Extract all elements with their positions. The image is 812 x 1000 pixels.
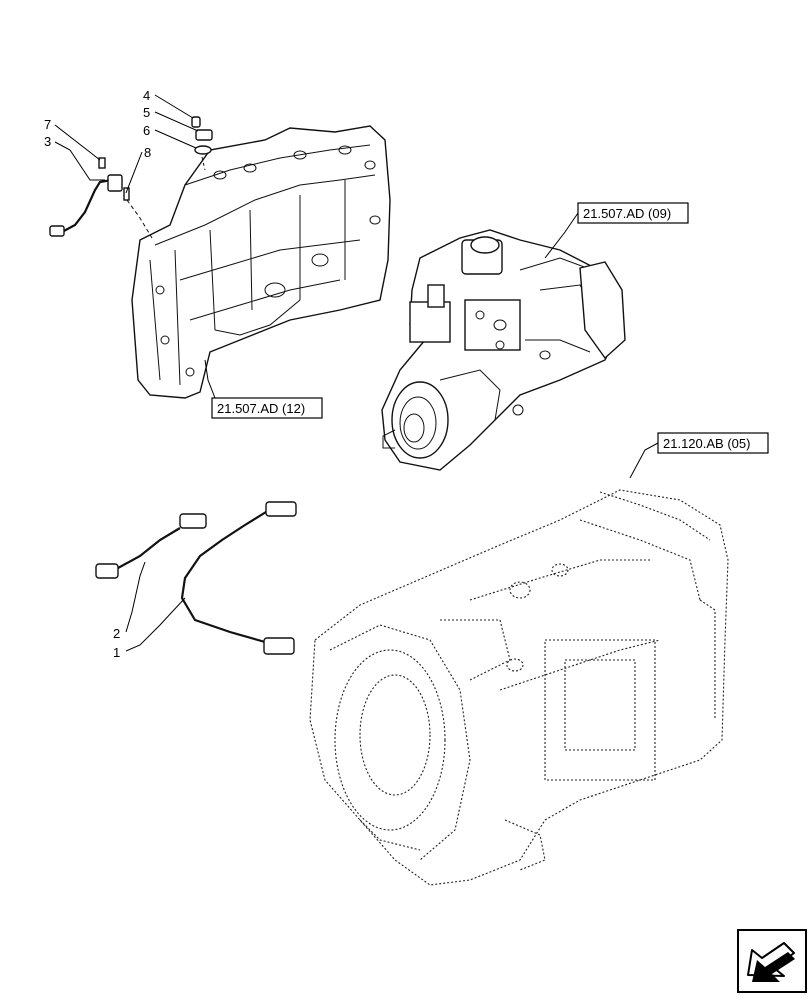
ref-box-pump[interactable]: 21.507.AD (09)	[577, 202, 689, 224]
leader-lines	[54, 94, 659, 652]
callout-labels: 4 5 6 7 3 8 2 1	[44, 88, 151, 660]
callout-3: 3	[44, 134, 51, 149]
rear-housing-illustration	[131, 125, 391, 399]
next-page-arrow-icon[interactable]	[737, 929, 807, 993]
sensor-4-5-6-illustration	[191, 116, 213, 171]
callout-8: 8	[144, 145, 151, 160]
callout-5: 5	[143, 105, 150, 120]
transmission-housing-illustration	[309, 489, 729, 886]
callout-1: 1	[113, 645, 120, 660]
harness-1-illustration	[180, 501, 297, 655]
harness-2-illustration	[95, 513, 207, 579]
callout-6: 6	[143, 123, 150, 138]
ref-housing-label: 21.507.AD (12)	[217, 401, 305, 416]
ref-pump-label: 21.507.AD (09)	[583, 206, 671, 221]
callout-4: 4	[143, 88, 150, 103]
speed-sensor-3-illustration	[49, 157, 153, 239]
ref-box-transmission[interactable]: 21.120.AB (05)	[657, 432, 769, 454]
callout-2: 2	[113, 626, 120, 641]
ref-box-housing[interactable]: 21.507.AD (12)	[211, 397, 323, 419]
ref-transmission-label: 21.120.AB (05)	[663, 436, 750, 451]
hydraulic-pump-illustration	[381, 229, 626, 471]
callout-7: 7	[44, 117, 51, 132]
